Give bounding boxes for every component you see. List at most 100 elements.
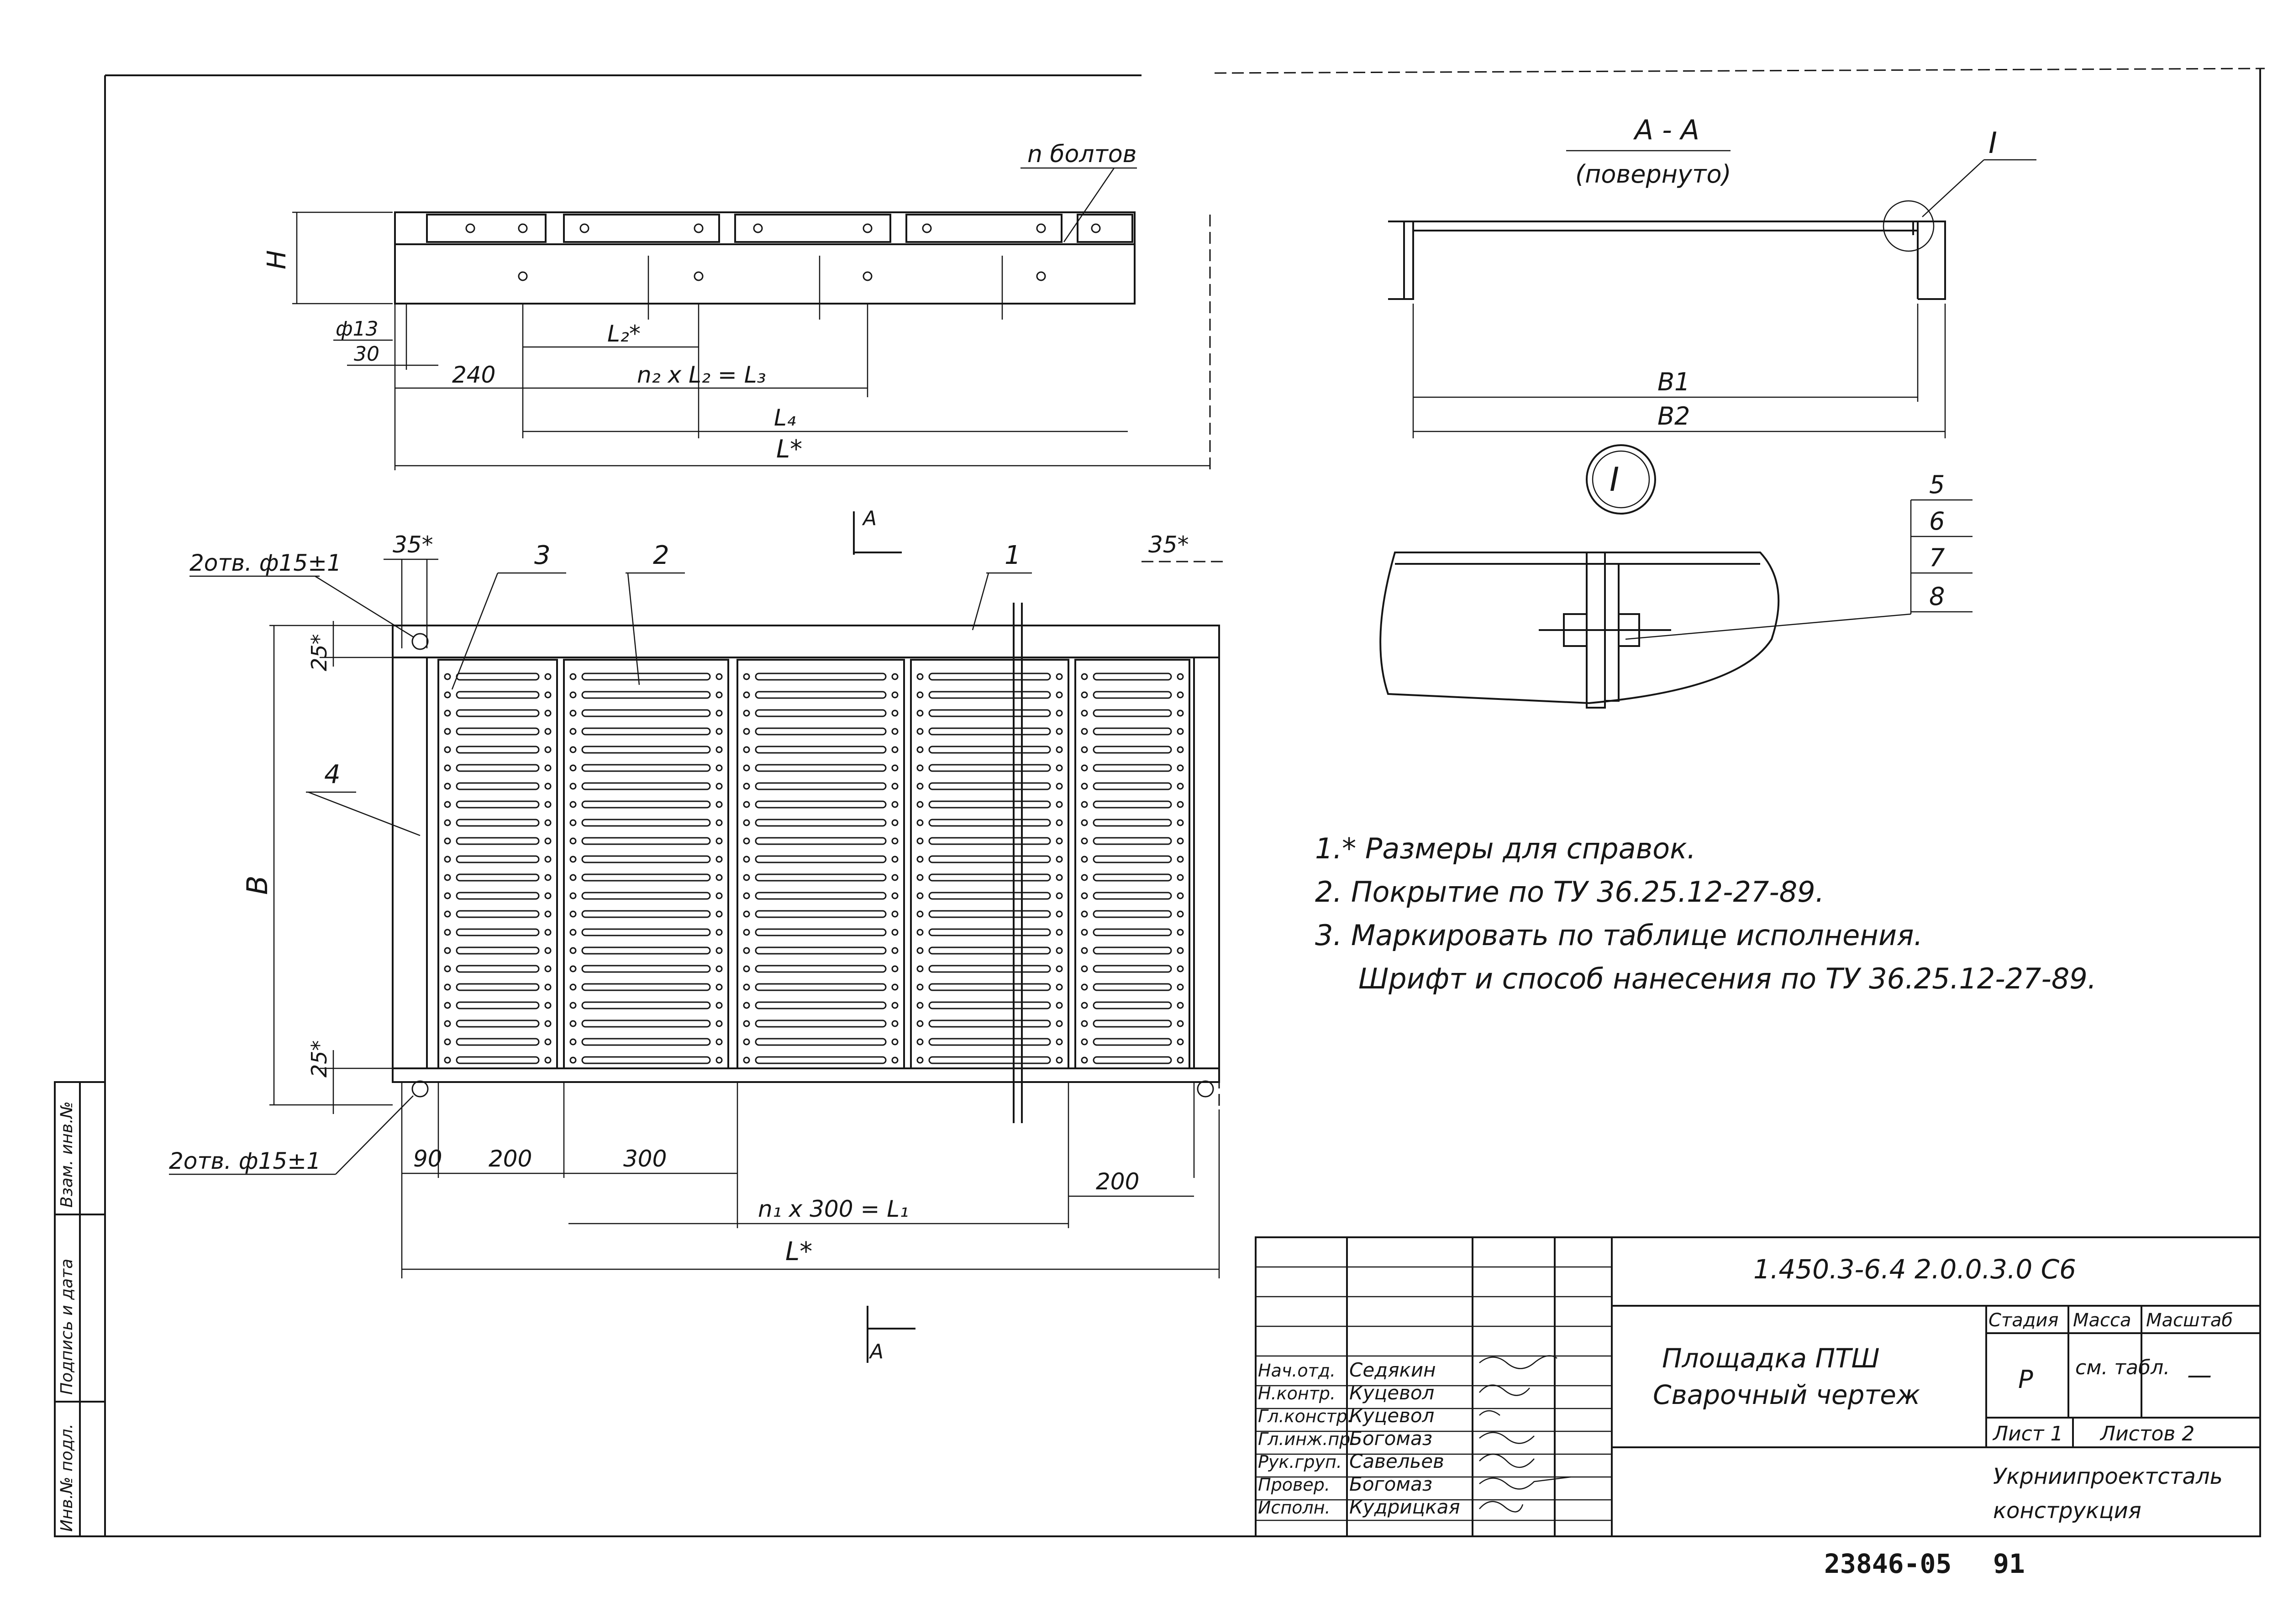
n2-formula: n₂ x L₂ = L₃ xyxy=(637,362,766,388)
signer-role-0: Нач.отд. xyxy=(1258,1361,1336,1381)
grating-hole xyxy=(1056,983,1063,991)
grating-hole xyxy=(1177,947,1184,954)
grating-hole xyxy=(743,801,750,808)
grating-hole xyxy=(569,801,577,808)
pos-3-label: 3 xyxy=(534,541,551,570)
signer-name-5: Богомаз xyxy=(1349,1473,1432,1495)
grating-hole xyxy=(1081,764,1088,772)
grating-slot xyxy=(928,800,1051,809)
grating-hole xyxy=(1081,801,1088,808)
grating-hole xyxy=(1056,783,1063,790)
dim-25-bottom: 25* xyxy=(307,1040,331,1077)
grating-slot xyxy=(581,782,711,790)
detail-i: I 5 6 7 8 xyxy=(1379,444,1973,709)
grating-hole xyxy=(1177,673,1184,680)
l2-star-label: L₂* xyxy=(607,321,641,347)
grating-hole xyxy=(544,819,552,826)
grating-hole xyxy=(1056,691,1063,699)
grating-slot xyxy=(755,910,887,918)
grating-hole xyxy=(444,1020,451,1027)
grating-slot xyxy=(456,837,540,845)
grating-hole xyxy=(544,801,552,808)
grating-hole xyxy=(569,819,577,826)
grating-slot xyxy=(581,764,711,772)
grating-hole xyxy=(544,910,552,918)
h-dimension: H xyxy=(262,250,292,269)
grating-slot xyxy=(581,691,711,699)
grating-hole xyxy=(1056,673,1063,680)
grating-hole xyxy=(916,691,924,699)
grating-slot xyxy=(755,837,887,845)
grating-slot xyxy=(928,691,1051,699)
grating-slot xyxy=(928,873,1051,882)
signer-name-6: Кудрицкая xyxy=(1349,1496,1460,1518)
grating-hole xyxy=(916,783,924,790)
grating-hole xyxy=(569,910,577,918)
grating-hole xyxy=(444,983,451,991)
grating-hole xyxy=(891,783,899,790)
scale-value: — xyxy=(2187,1361,2212,1389)
grating-hole xyxy=(1081,728,1088,735)
grating-hole xyxy=(444,892,451,899)
top-view: n болтов H ф13 30 xyxy=(262,141,1211,470)
grating-hole xyxy=(891,691,899,699)
col-stage: Стадия xyxy=(1988,1310,2058,1331)
signer-name-4: Савельев xyxy=(1349,1450,1444,1472)
grating-hole xyxy=(891,1056,899,1064)
grating-slot xyxy=(755,727,887,736)
grating-hole xyxy=(891,746,899,753)
grating-slot xyxy=(581,800,711,809)
grating-hole xyxy=(1081,691,1088,699)
grating-hole xyxy=(743,710,750,717)
grating-slot xyxy=(928,946,1051,955)
grating-slot xyxy=(928,727,1051,736)
grating-hole xyxy=(743,673,750,680)
grating-slot xyxy=(755,1056,887,1064)
grating-hole xyxy=(715,947,723,954)
grating-hole xyxy=(715,837,723,845)
grating-hole xyxy=(1056,892,1063,899)
grating-slot xyxy=(456,1020,540,1028)
grating-hole xyxy=(916,856,924,863)
archive-number: 23846-05 xyxy=(1824,1548,1952,1579)
grating-hole xyxy=(544,856,552,863)
grating-hole xyxy=(715,856,723,863)
grating-hole xyxy=(916,1056,924,1064)
drawing-name-1: Площадка ПТШ xyxy=(1662,1343,1880,1374)
stage-value: Р xyxy=(2018,1365,2033,1394)
note-3-cont: Шрифт и способ нанесения по ТУ 36.25.12-… xyxy=(1358,962,2096,995)
grating-slot xyxy=(755,691,887,699)
grating-slot xyxy=(581,709,711,717)
grating-hole xyxy=(743,874,750,881)
pos-2-label: 2 xyxy=(653,541,669,570)
grating-hole xyxy=(1177,1002,1184,1009)
section-aa-title: А - А xyxy=(1633,114,1699,146)
grating-hole xyxy=(1177,1038,1184,1046)
col-scale: Масштаб xyxy=(2146,1310,2233,1331)
offset-240-label: 240 xyxy=(452,362,495,388)
grating-hole xyxy=(569,691,577,699)
detail-item-8: 8 xyxy=(1929,582,1945,611)
grating-hole xyxy=(743,746,750,753)
detail-item-7: 7 xyxy=(1929,543,1945,572)
bolt-label: n болтов xyxy=(1027,141,1136,168)
title-block: Нач.отд. Седякин Н.контр. Куцевол Гл.кон… xyxy=(1255,1236,2261,1537)
grating-slot xyxy=(581,983,711,991)
grating-hole xyxy=(743,691,750,699)
grating-hole xyxy=(1177,728,1184,735)
grating-slot xyxy=(928,1001,1051,1009)
grating-slot xyxy=(928,1056,1051,1064)
grating-hole xyxy=(569,728,577,735)
grating-hole xyxy=(444,801,451,808)
grating-slot xyxy=(456,691,540,699)
grating-hole xyxy=(444,673,451,680)
grating-hole xyxy=(1056,856,1063,863)
grating-hole xyxy=(569,764,577,772)
grating-hole xyxy=(569,1002,577,1009)
grating-hole xyxy=(743,1002,750,1009)
l4-label: L₄ xyxy=(774,405,796,431)
grating-slot xyxy=(1093,928,1172,936)
sheet-frame xyxy=(55,68,2265,1537)
grating-hole xyxy=(444,947,451,954)
grating-slot xyxy=(456,928,540,936)
